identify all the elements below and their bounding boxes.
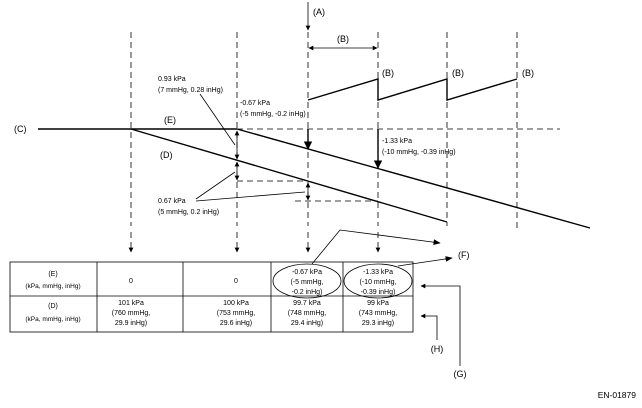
label-b3: (B) — [522, 68, 534, 78]
label-f: (F) — [458, 250, 470, 260]
leader-067a — [195, 171, 236, 200]
callout-g-line — [420, 283, 461, 366]
row-d-label: (D) — [48, 303, 58, 310]
annotation-093-units: (7 mmHg, 0.28 inHg) — [158, 87, 223, 94]
label-h: (H) — [431, 344, 444, 354]
table-border — [9, 261, 414, 333]
label-b2: (B) — [452, 68, 464, 78]
figure-id: EN-01879 — [598, 390, 637, 400]
label-c: (C) — [14, 124, 27, 134]
row-e-label: (E) — [48, 271, 57, 278]
table-cell: (743 mmHg, — [359, 310, 398, 317]
label-b-span: (B) — [337, 34, 349, 44]
callout-f-line — [397, 256, 453, 267]
annotation-m067-units: (-5 mmHg, -0.2 inHg) — [240, 111, 306, 118]
table-cell: -0.67 kPa — [292, 269, 322, 276]
annotation-m133-units: (-10 mmHg, -0.39 inHg) — [382, 149, 456, 156]
row-d-unit: (kPa, mmHg, inHg) — [25, 316, 80, 323]
table-cell: 29.3 inHg) — [362, 320, 394, 327]
table-cell: 0 — [129, 278, 133, 285]
row-e-unit: (kPa, mmHg, inHg) — [25, 283, 80, 290]
leader-067b — [195, 191, 306, 202]
table-cell: 29.9 inHg) — [115, 320, 147, 327]
label-a: (A) — [313, 7, 325, 17]
label-d: (D) — [160, 150, 173, 160]
pressure-table: (E) (kPa, mmHg, inHg) 0 0 -0.67 kPa (-5 … — [9, 261, 414, 333]
line-d — [130, 128, 448, 223]
label-g: (G) — [454, 369, 467, 379]
table-cell: (748 mmHg, — [288, 310, 327, 317]
table-cell: (753 mmHg, — [217, 310, 256, 317]
table-cell: 29.6 inHg) — [220, 320, 252, 327]
label-e: (E) — [164, 115, 176, 125]
table-cell: -1.33 kPa — [363, 269, 393, 276]
table-cell: 29.4 inHg) — [291, 320, 323, 327]
annotation-067-units: (5 mmHg, 0.2 inHg) — [158, 209, 219, 216]
highlight-ellipse — [272, 263, 342, 299]
table-cell: (-5 mmHg, — [290, 279, 323, 286]
table-cell: 99.7 kPa — [293, 300, 321, 307]
line-e — [236, 128, 591, 229]
table-cell: 0 — [234, 278, 238, 285]
annotation-m133-kpa: -1.33 kPa — [382, 138, 412, 145]
table-cell: 101 kPa — [118, 300, 144, 307]
label-b1: (B) — [382, 68, 394, 78]
table-cell: -0.2 inHg) — [292, 289, 323, 296]
table-cell: (760 mmHg, — [112, 310, 151, 317]
annotation-093-kpa: 0.93 kPa — [158, 76, 186, 83]
table-cell: -0.39 inHg) — [361, 289, 396, 296]
callout-h-line — [420, 313, 438, 340]
leader-093 — [199, 93, 236, 146]
table-cell: 100 kPa — [223, 300, 249, 307]
callout-f-line — [311, 229, 441, 265]
annotation-067-kpa: 0.67 kPa — [158, 198, 186, 205]
sawtooth-line — [307, 78, 518, 101]
table-cell: (-10 mmHg, — [360, 279, 397, 286]
highlight-ellipse — [343, 263, 413, 299]
table-cell: 99 kPa — [367, 300, 389, 307]
annotation-m067-kpa: -0.67 kPa — [240, 100, 270, 107]
